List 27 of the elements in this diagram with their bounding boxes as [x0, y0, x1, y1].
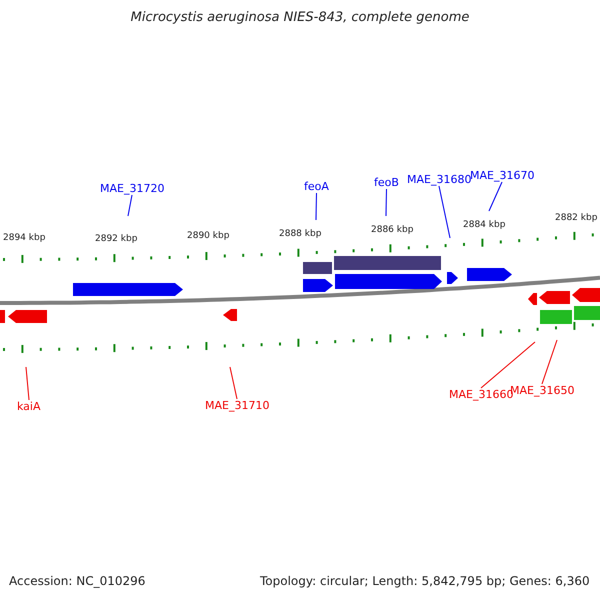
leader-line: [26, 366, 30, 400]
gene-label: MAE_31720: [100, 182, 164, 196]
gene-label: MAE_31680: [407, 173, 472, 186]
gene-label: MAE_31650: [510, 384, 574, 398]
scale-label: 2886 kbp: [371, 225, 414, 236]
scale-label: 2888 kbp: [279, 229, 322, 240]
scale-label: 2882 kbp: [555, 213, 598, 224]
scale-label: 2890 kbp: [187, 231, 230, 242]
leader-line: [488, 182, 502, 212]
leader-line: [230, 366, 238, 400]
scale-label: 2894 kbp: [3, 233, 46, 244]
leader-line: [542, 340, 558, 384]
title: Microcystis aeruginosa NIES-843, complete genome: [130, 10, 470, 26]
footer-text: Topology: circular; Length: 5,842,795 bp; Genes: 6,360: [260, 574, 590, 588]
gene-label: kaiA: [17, 400, 40, 414]
gene-label: feoA: [304, 180, 329, 194]
leader-line: [438, 186, 450, 238]
leader-line: [128, 194, 132, 216]
scale-label: 2884 kbp: [463, 220, 506, 231]
leader-line: [386, 188, 387, 216]
leader-line: [480, 342, 536, 388]
scale-label: 2892 kbp: [95, 234, 138, 245]
gene-label: MAE_31670: [470, 169, 534, 182]
leader-line: [316, 192, 317, 220]
footer-text: Accession: NC_010296: [9, 574, 146, 588]
gene-label: MAE_31710: [205, 399, 270, 412]
gene-label: feoB: [374, 176, 399, 190]
